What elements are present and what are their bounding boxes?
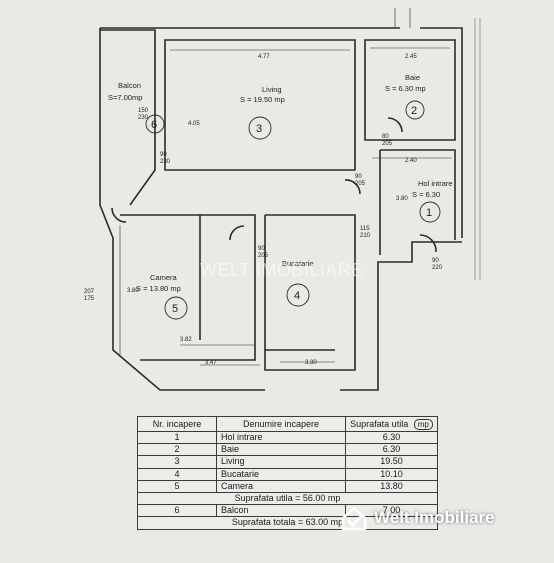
- floor-plan: Balcon S=7.00mp 6 Living S = 19.50 mp 3 …: [84, 8, 481, 391]
- room-name-hol: Hol intrare: [418, 179, 453, 188]
- room-number-1: 1: [426, 207, 432, 219]
- dim-kitchen-bottom: 3.30: [305, 360, 317, 366]
- brand-badge: Welt Imobiliare: [340, 503, 495, 533]
- row-nr: 3: [137, 455, 217, 469]
- room-marker-4: [286, 283, 310, 307]
- room-name-baie: Baie: [405, 73, 420, 82]
- room-area-balcon: S=7.00mp: [108, 93, 142, 102]
- row-area: 10.10: [345, 467, 438, 481]
- row-name: Balcon: [216, 504, 346, 518]
- grand-total: Suprafata totala = 63.00 mp: [137, 516, 438, 530]
- header-area-label: Suprafata utila: [350, 418, 409, 429]
- row-nr: 5: [137, 479, 217, 493]
- grand-total-row: Suprafata totala = 63.00 mp: [137, 516, 438, 530]
- row-name: Hol intrare: [216, 430, 346, 445]
- room-area-hol: S = 6.30: [412, 190, 440, 199]
- house-check-icon: [341, 506, 367, 531]
- header-name: Denumire incapere: [216, 416, 346, 432]
- room-number-2: 2: [411, 105, 417, 117]
- rooms-table: Nr. incapere Denumire incapere Suprafata…: [137, 416, 438, 530]
- brand-name: Welt Imobiliare: [374, 508, 495, 527]
- header-area: Suprafata utila mp: [345, 416, 438, 432]
- row-area: 6.30: [345, 443, 438, 457]
- table-row: 6 Balcon 7.00: [137, 504, 438, 518]
- room-area-camera: S = 13.80 mp: [136, 284, 181, 293]
- table-row: 1 Hol intrare 6.30: [137, 430, 438, 445]
- watermark: WELT IMOBILIARE: [200, 260, 364, 280]
- row-area: 6.30: [345, 430, 438, 445]
- header-nr: Nr. incapere: [137, 416, 217, 432]
- room-number-4: 4: [294, 290, 300, 302]
- room-name-living: Living: [262, 85, 282, 94]
- table-row: 5 Camera 13.80: [137, 479, 438, 493]
- row-nr: 1: [137, 430, 217, 445]
- room-number-3: 3: [256, 123, 262, 135]
- room-number-6: 6: [151, 119, 157, 131]
- dim-baie-width: 2.45: [405, 54, 417, 60]
- dim-camera-inner: 3.82: [180, 337, 192, 343]
- table-row: 3 Living 19.50: [137, 455, 438, 469]
- row-area: 13.80: [345, 479, 438, 493]
- dim-hol-side: 3.80: [396, 196, 408, 202]
- table-header-row: Nr. incapere Denumire incapere Suprafata…: [137, 416, 438, 432]
- room-area-baie: S = 6.30 mp: [385, 84, 426, 93]
- row-name: Bucatarie: [216, 467, 346, 481]
- row-area: 19.50: [345, 455, 438, 469]
- header-unit: mp: [413, 418, 433, 430]
- room-marker-6: [145, 114, 165, 134]
- room-name-camera: Camera: [150, 273, 178, 282]
- room-number-5: 5: [172, 303, 178, 315]
- row-name: Camera: [216, 479, 346, 493]
- room-area-living: S = 19.50 mp: [240, 95, 285, 104]
- room-name-bucatarie: Bucatarie: [282, 259, 314, 268]
- room-marker-5: [164, 296, 188, 320]
- table-row: 2 Baie 6.30: [137, 443, 438, 457]
- dim-hol-width: 2.40: [405, 158, 417, 164]
- room-marker-1: [419, 201, 441, 223]
- room-name-balcon: Balcon: [118, 81, 141, 90]
- row-nr: 6: [137, 504, 217, 518]
- room-marker-3: [248, 116, 272, 140]
- row-name: Baie: [216, 443, 346, 457]
- row-nr: 2: [137, 443, 217, 457]
- dim-living-width: 4.77: [258, 54, 270, 60]
- row-nr: 4: [137, 467, 217, 481]
- dim-camera-side: 3.80: [127, 288, 139, 294]
- dim-camera-bottom: 3.47: [205, 360, 217, 366]
- table-row: 4 Bucatarie 10.10: [137, 467, 438, 481]
- row-name: Living: [216, 455, 346, 469]
- room-marker-2: [405, 100, 425, 120]
- dim-living-side: 4.05: [188, 121, 200, 127]
